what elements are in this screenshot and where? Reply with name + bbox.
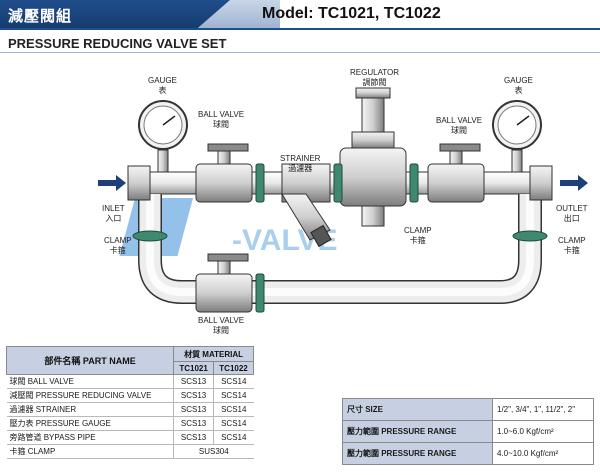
table-row: 尺寸 SIZE 1/2", 3/4", 1", 11/2", 2" — [342, 398, 594, 421]
table-row: 球閥 BALL VALVE SCS13 SCS14 — [6, 374, 254, 389]
spec-key: 尺寸 SIZE — [342, 398, 493, 421]
table-row: 壓力範圍 PRESSURE RANGE 4.0~10.0 Kgf/cm² — [342, 442, 594, 465]
parts-header-model-1: TC1021 — [173, 361, 215, 375]
ball-valve-bottom-icon — [195, 253, 253, 313]
ball-valve-right-icon — [427, 143, 485, 203]
outlet-fitting — [529, 165, 553, 201]
section-subtitle: PRESSURE REDUCING VALVE SET — [8, 36, 227, 51]
part-material-shared: SUS304 — [173, 444, 254, 459]
part-material-1: SCS13 — [173, 430, 214, 445]
part-material-1: SCS13 — [173, 388, 214, 403]
table-row: 壓力範圍 PRESSURE RANGE 1.0~6.0 Kgf/cm² — [342, 420, 594, 443]
part-name: 球閥 BALL VALVE — [6, 374, 174, 389]
part-name: 壓力表 PRESSURE GAUGE — [6, 416, 174, 431]
parts-material-table: 部件名稱 PART NAME 材質 MATERIAL TC1021 TC1022… — [5, 345, 254, 459]
part-material-1: SCS13 — [173, 402, 214, 417]
regulator-icon — [339, 87, 407, 227]
spec-table: 尺寸 SIZE 1/2", 3/4", 1", 11/2", 2" 壓力範圍 P… — [342, 398, 594, 465]
gauge-right-icon — [492, 100, 542, 173]
valve-set-illustration: -VALVE — [98, 87, 588, 313]
parts-header-material: 材質 MATERIAL — [173, 345, 254, 363]
subtitle-divider — [0, 52, 600, 53]
inlet-fitting — [127, 165, 151, 201]
valve-set-diagram: -VALVE — [0, 60, 600, 340]
header-divider — [0, 28, 600, 30]
parts-header-model-2: TC1022 — [213, 361, 254, 375]
spec-key: 壓力範圍 PRESSURE RANGE — [342, 442, 493, 465]
part-material-2: SCS14 — [213, 402, 254, 417]
part-material-1: SCS13 — [173, 374, 214, 389]
part-material-2: SCS14 — [213, 430, 254, 445]
ball-valve-left-icon — [195, 143, 253, 203]
part-name: 減壓閥 PRESSURE REDUCING VALVE — [6, 388, 174, 403]
spec-value: 1.0~6.0 Kgf/cm² — [492, 420, 594, 443]
parts-header-name: 部件名稱 PART NAME — [5, 346, 175, 375]
page-title: 減壓閥組 — [8, 8, 73, 25]
part-name: 旁路管道 BYPASS PIPE — [6, 430, 174, 445]
spec-value: 1/2", 3/4", 1", 11/2", 2" — [492, 398, 594, 421]
inlet-arrow-icon — [98, 175, 126, 191]
title-tab — [0, 0, 230, 28]
strainer-icon — [281, 163, 332, 248]
part-material-2: SCS14 — [213, 388, 254, 403]
part-material-2: SCS14 — [213, 416, 254, 431]
part-material-1: SCS13 — [173, 416, 214, 431]
table-row: 過濾器 STRAINER SCS13 SCS14 — [6, 402, 254, 417]
part-name: 卡箍 CLAMP — [6, 444, 174, 459]
spec-value: 4.0~10.0 Kgf/cm² — [492, 442, 594, 465]
model-number: Model: TC1021, TC1022 — [262, 5, 441, 22]
spec-key: 壓力範圍 PRESSURE RANGE — [342, 420, 493, 443]
part-material-2: SCS14 — [213, 374, 254, 389]
gauge-left-icon — [138, 100, 188, 173]
outlet-arrow-icon — [560, 175, 588, 191]
table-row: 卡箍 CLAMP SUS304 — [6, 444, 254, 459]
clamp-icons — [132, 163, 548, 313]
table-row: 減壓閥 PRESSURE REDUCING VALVE SCS13 SCS14 — [6, 388, 254, 403]
part-name: 過濾器 STRAINER — [6, 402, 174, 417]
table-row: 壓力表 PRESSURE GAUGE SCS13 SCS14 — [6, 416, 254, 431]
page-header: 減壓閥組 Model: TC1021, TC1022 — [0, 0, 600, 33]
table-row: 旁路管道 BYPASS PIPE SCS13 SCS14 — [6, 430, 254, 445]
